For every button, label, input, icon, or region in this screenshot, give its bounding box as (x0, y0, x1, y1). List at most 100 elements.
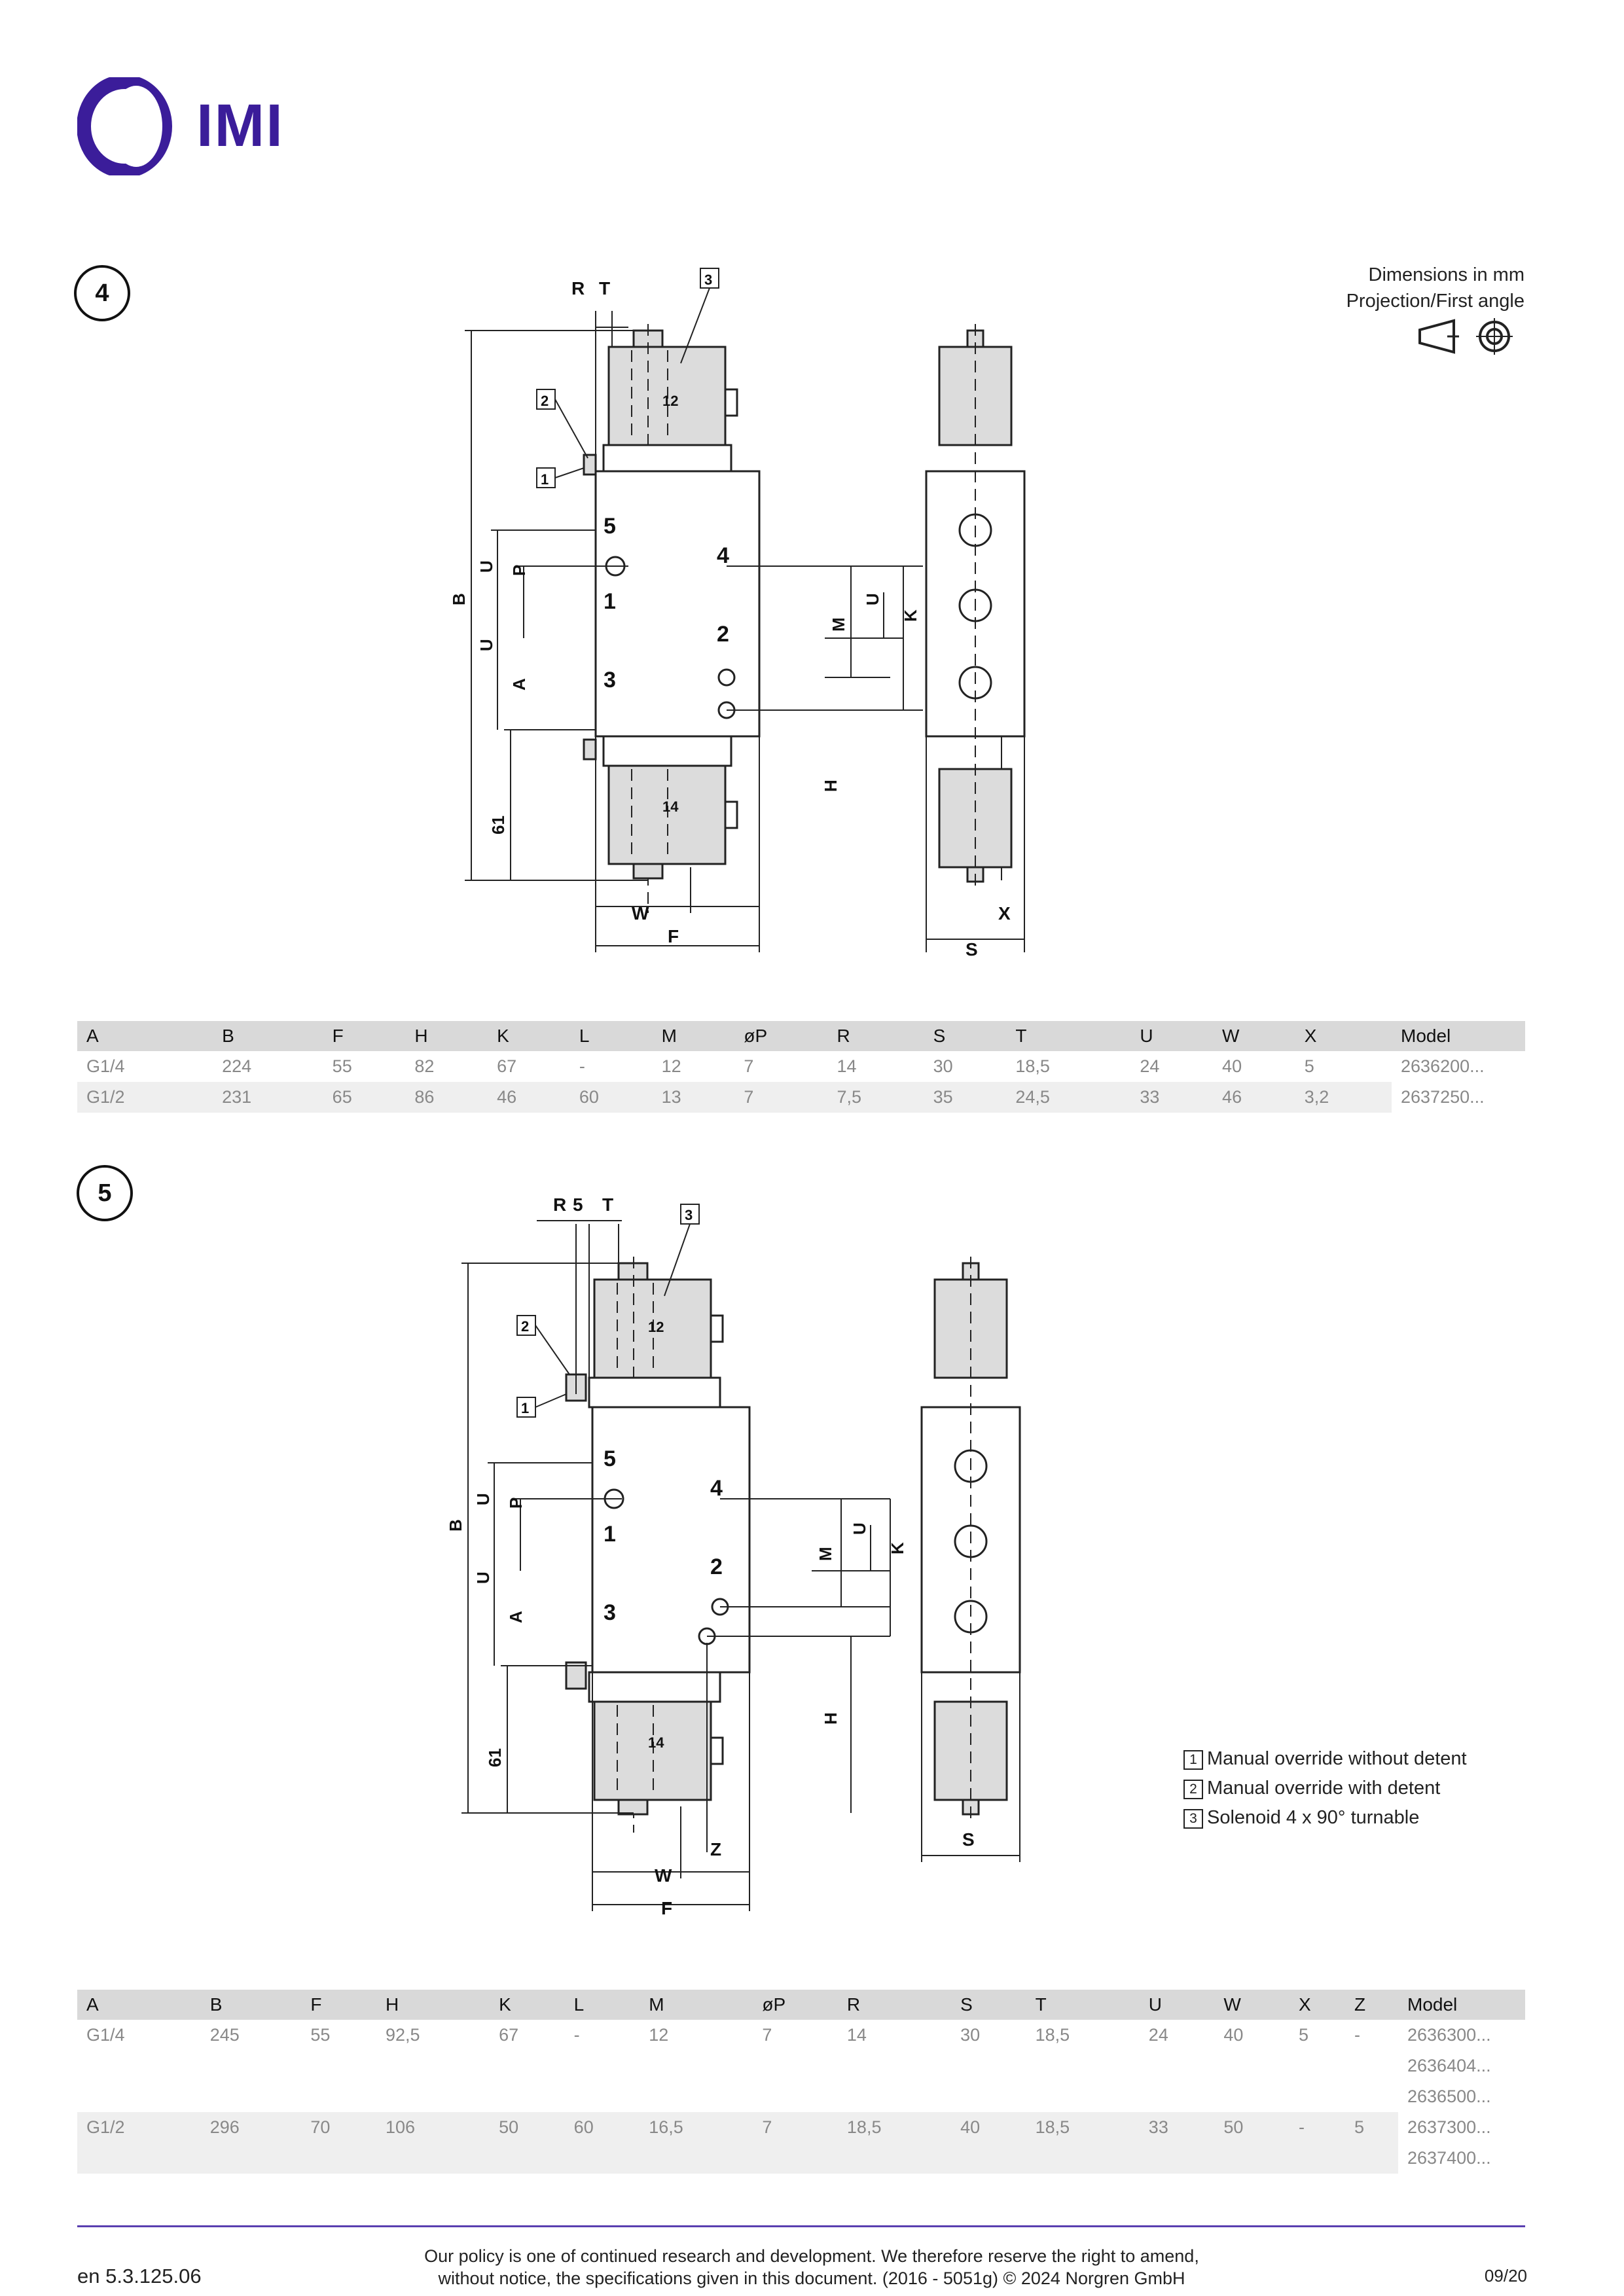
col-header: B (200, 1990, 302, 2020)
cell: - (1354, 2025, 1360, 2045)
table-row: G1/2 296 70 106 50 60 16,5 7 18,5 40 18,… (77, 2112, 1525, 2143)
model-cell[interactable]: 2637300... (1398, 2112, 1525, 2143)
label-M: M (829, 617, 848, 632)
table-row: 2636404... (77, 2051, 1525, 2081)
col-header: K (488, 1021, 570, 1051)
cell: 82 (414, 1056, 435, 1076)
label-61: 61 (485, 1748, 505, 1767)
cell: 30 (933, 1056, 953, 1076)
legend-text: Manual override with detent (1207, 1778, 1441, 1799)
figure-number-4: 4 (74, 265, 130, 321)
cell: 12 (661, 1056, 681, 1076)
cell: 106 (376, 2112, 490, 2143)
label-A: A (509, 678, 529, 691)
cell: 55 (310, 2025, 331, 2045)
cell: 5 (1304, 1056, 1314, 1076)
model-cell[interactable]: 2637250... (1392, 1082, 1525, 1113)
valve-drawing-fig4: R T 3 2 1 12 14 5 4 1 2 3 W F B 61 U U P… (449, 268, 1026, 960)
col-header: L (564, 1990, 640, 2020)
cell: 33 (1130, 1082, 1214, 1113)
legend-num: 1 (1183, 1750, 1203, 1770)
label-K: K (901, 609, 920, 622)
cell: 65 (323, 1082, 406, 1113)
coil-14: 14 (662, 798, 679, 815)
model-cell[interactable]: 2636500... (1398, 2081, 1525, 2112)
table-row: G1/4 245 55 92,5 67 - 12 7 14 30 18,5 24… (77, 2020, 1525, 2051)
table-row: G1/2 231 65 86 46 60 13 7 7,5 35 24,5 33… (77, 1082, 1525, 1113)
label-A: A (506, 1611, 526, 1623)
label-S: S (965, 939, 978, 960)
table-row: 2637400... (77, 2143, 1525, 2174)
model-cell[interactable]: 2636200... (1392, 1051, 1525, 1082)
label-W: W (632, 903, 649, 924)
label-U-right: U (850, 1522, 869, 1535)
legend-text: Solenoid 4 x 90° turnable (1207, 1807, 1420, 1828)
col-header: W (1213, 1021, 1295, 1051)
cell: 12 (649, 2025, 669, 2045)
cell: 40 (1223, 2025, 1244, 2045)
port-5: 5 (604, 1446, 616, 1471)
callout-3: 3 (685, 1207, 693, 1223)
valve-drawing-fig5: R 5 T 3 2 1 12 14 5 4 1 2 3 W F Z B 61 U… (446, 1194, 1021, 1918)
port-5: 5 (604, 514, 616, 539)
figure-number-5: 5 (77, 1165, 133, 1221)
cell: - (1289, 2112, 1345, 2143)
cell: 296 (200, 2112, 302, 2143)
col-header: T (1006, 1021, 1131, 1051)
cell (77, 2051, 1398, 2081)
model-cell[interactable]: 2637400... (1398, 2143, 1525, 2174)
col-header: R (837, 1990, 952, 2020)
callout-1: 1 (541, 471, 549, 488)
col-header: W (1214, 1990, 1290, 2020)
label-B: B (449, 593, 469, 605)
cell: 67 (499, 2025, 519, 2045)
label-M: M (816, 1547, 835, 1561)
spec-table-fig4: A B F H K L M øP R S T U W X Model G1/4 … (77, 1021, 1525, 1113)
label-F: F (661, 1898, 672, 1918)
cell: 50 (1214, 2112, 1290, 2143)
port-4: 4 (710, 1476, 723, 1501)
col-header: U (1139, 1990, 1215, 2020)
cell: 18,5 (1026, 2112, 1140, 2143)
label-R: R (571, 278, 585, 298)
col-header: S (924, 1021, 1007, 1051)
cell: 7,5 (827, 1082, 924, 1113)
col-header: X (1295, 1021, 1392, 1051)
cell (77, 2081, 1398, 2112)
col-header: S (951, 1990, 1026, 2020)
col-header: Model (1398, 1990, 1525, 2020)
col-header: T (1026, 1990, 1140, 2020)
label-U-lower: U (477, 639, 496, 651)
logo-text: IMI (196, 92, 284, 159)
label-B: B (446, 1519, 465, 1532)
callout-3: 3 (704, 272, 712, 288)
col-header: F (323, 1021, 406, 1051)
cell: - (579, 1056, 585, 1076)
cell: 92,5 (385, 2025, 420, 2045)
cell: 30 (960, 2025, 981, 2045)
label-U-right: U (863, 593, 882, 605)
projection-type: Projection/First angle (1346, 291, 1525, 312)
port-4: 4 (717, 543, 729, 568)
cell (77, 2143, 1398, 2174)
col-header: H (376, 1990, 490, 2020)
cell: 13 (652, 1082, 735, 1113)
cell: G1/4 (86, 2025, 125, 2045)
model-cell[interactable]: 2636300... (1398, 2020, 1525, 2051)
cell: 7 (753, 2112, 838, 2143)
model-cell[interactable]: 2636404... (1398, 2051, 1525, 2081)
col-header: L (569, 1021, 653, 1051)
cell: 35 (924, 1082, 1007, 1113)
port-1: 1 (604, 1522, 616, 1547)
col-header: B (213, 1021, 323, 1051)
label-W: W (655, 1865, 672, 1886)
port-2: 2 (717, 622, 729, 647)
port-3: 3 (604, 1600, 616, 1625)
footer-divider (77, 2225, 1525, 2227)
port-3: 3 (604, 668, 616, 692)
col-header: A (77, 1021, 213, 1051)
label-U-lower: U (473, 1571, 493, 1584)
col-header: X (1289, 1990, 1345, 2020)
col-header: H (405, 1021, 488, 1051)
